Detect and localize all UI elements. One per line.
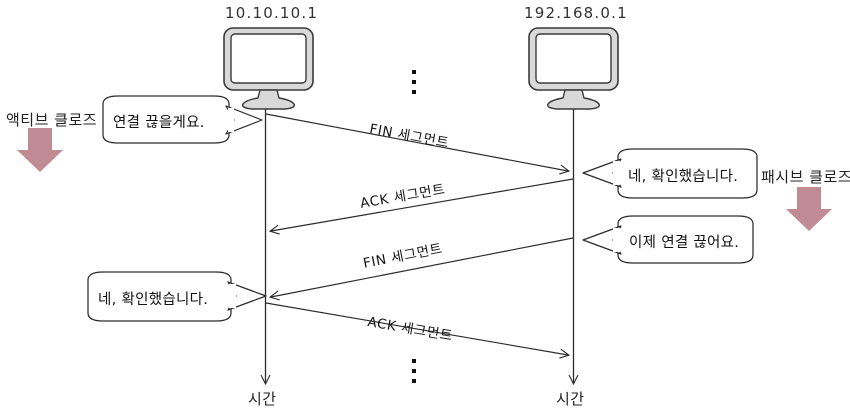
speech-bubble-4-shape xyxy=(87,271,267,322)
ellipsis-bottom-icon xyxy=(412,359,416,383)
speech-bubble-1-shape xyxy=(102,95,263,144)
bubble-text-3: 이제 연결 끊어요. xyxy=(629,235,740,251)
speech-bubble-2-shape xyxy=(582,148,758,199)
host-ip-server: 192.168.0.1 xyxy=(524,4,628,22)
active-close-arrow-icon xyxy=(17,128,63,172)
monitor-server xyxy=(528,27,619,110)
message-arrow-fin-2 xyxy=(271,237,574,297)
message-arrow-ack-1 xyxy=(271,178,574,231)
role-label-passive-close: 패시브 클로즈 xyxy=(761,168,850,186)
ellipsis-top-icon xyxy=(412,70,416,94)
bubble-text-1: 연결 끊을게요. xyxy=(113,115,205,131)
timeline-label-client: 시간 xyxy=(248,390,277,408)
bubble-text-4: 네, 확인했습니다. xyxy=(98,292,209,308)
bubble-text-2: 네, 확인했습니다. xyxy=(628,169,739,185)
role-label-active-close: 액티브 클로즈 xyxy=(6,111,98,129)
host-ip-client: 10.10.10.1 xyxy=(225,4,319,22)
timeline-label-server: 시간 xyxy=(556,390,585,408)
message-arrow-fin-1 xyxy=(265,113,568,171)
monitor-client xyxy=(223,27,314,110)
speech-bubble-3-shape xyxy=(582,215,754,264)
passive-close-arrow-icon xyxy=(786,187,832,231)
message-arrow-ack-2 xyxy=(265,302,568,355)
